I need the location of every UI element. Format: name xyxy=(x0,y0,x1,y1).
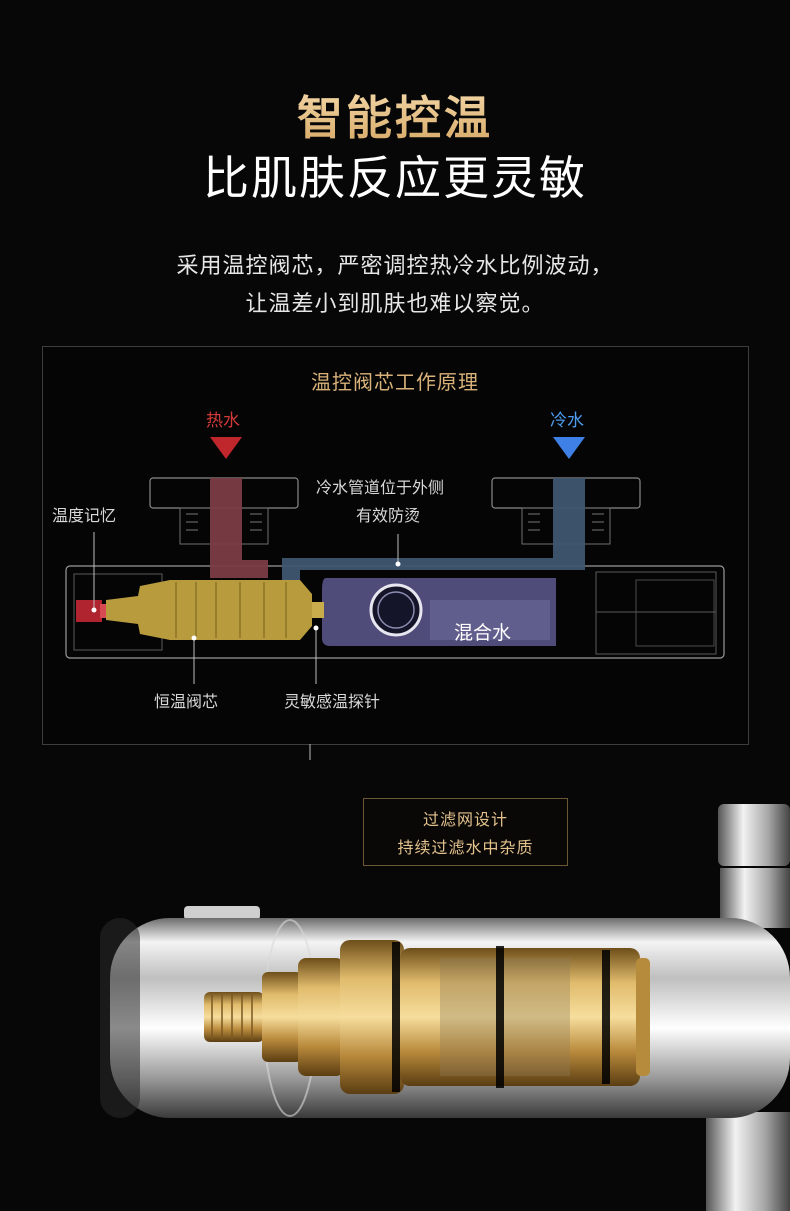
product-photo xyxy=(100,804,790,1211)
upper-pipe-fitting xyxy=(718,804,790,866)
filter-line-2: 持续过滤水中杂质 xyxy=(397,838,534,857)
cold-water-channel xyxy=(282,478,585,596)
valve-core-label: 恒温阀芯 xyxy=(154,692,219,711)
hot-arrow-icon xyxy=(210,437,242,459)
description-line-1: 采用温控阀芯，严密调控热冷水比例波动， xyxy=(176,254,614,279)
sensor-probe-label: 灵敏感温探针 xyxy=(284,692,381,711)
mixed-water-label: 混合水 xyxy=(454,622,512,644)
valve-core-part xyxy=(106,580,312,640)
cold-water-label: 冷水 xyxy=(550,411,584,431)
diagram-title: 温控阀芯工作原理 xyxy=(311,370,479,394)
filter-mesh-cartridge xyxy=(400,948,640,1086)
diagram-panel xyxy=(42,346,749,745)
filter-line-1: 过滤网设计 xyxy=(422,810,508,829)
lower-pipe-fitting xyxy=(706,1112,790,1211)
headline-gold: 智能控温 xyxy=(0,82,790,148)
sensor-probe-part xyxy=(312,602,324,618)
temp-memory-label: 温度记忆 xyxy=(52,506,117,525)
cold-pipe-label-1: 冷水管道位于外侧 xyxy=(316,478,445,497)
cold-arrow-icon xyxy=(553,437,585,459)
description-line-2: 让温差小到肌肤也难以察觉。 xyxy=(245,292,545,317)
cartridge-spindle xyxy=(204,992,264,1042)
headline-white: 比肌肤反应更灵敏 xyxy=(203,151,587,205)
valve-schematic xyxy=(65,437,725,760)
temp-memory-part xyxy=(76,600,102,622)
hot-water-channel xyxy=(210,478,268,578)
filter-callout xyxy=(363,798,568,866)
hot-water-label: 热水 xyxy=(206,411,240,431)
cold-pipe-label-2: 有效防烫 xyxy=(356,506,421,525)
